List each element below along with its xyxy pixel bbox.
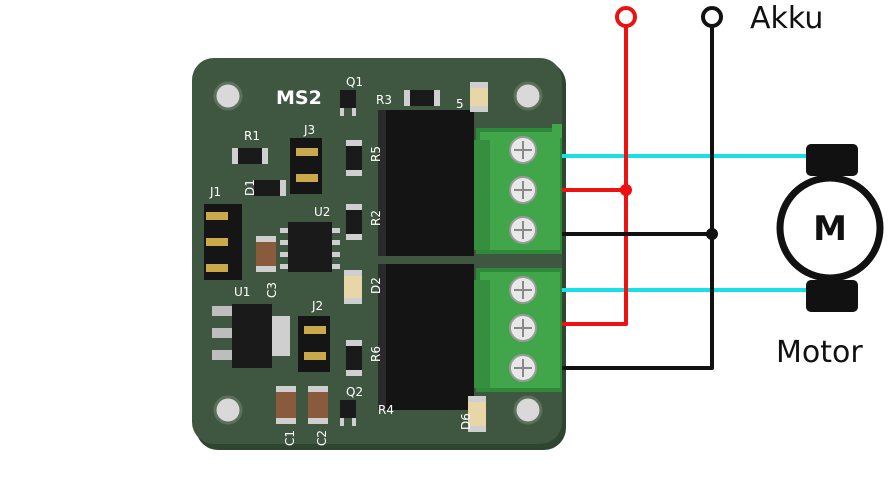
label-r6: R6 [369,346,383,362]
negative-wire [562,26,714,370]
motor-symbol: M [813,209,847,249]
label-r4: R4 [378,403,394,417]
board-title: MS2 [276,87,322,109]
terminal-screws [509,136,537,382]
motor-icon [776,144,884,312]
label-r2: R2 [369,210,383,226]
label-c3: C3 [265,282,279,298]
screw-icon [509,136,537,164]
screw-icon [509,354,537,382]
label-d6: D6 [459,413,473,430]
screw-icon [509,314,537,342]
positive-terminal-icon [615,6,637,28]
header-j1 [204,204,242,280]
relay-bottom [378,264,474,410]
screw-icon [509,176,537,204]
motor-wires [562,154,806,292]
label-d1: D1 [243,179,257,196]
screw-icon [509,276,537,304]
positive-wire [562,26,628,326]
label-j3: J3 [303,123,315,137]
negative-junction [706,228,718,240]
mounting-hole-br [513,395,543,425]
mounting-hole-tr [513,81,543,111]
label-u2: U2 [314,205,330,219]
header-j3 [290,138,322,194]
label-d5: 5 [456,97,464,111]
label-r1: R1 [244,129,260,143]
label-q2: Q2 [346,385,363,399]
label-u1: U1 [234,285,250,299]
relay-top [378,110,474,256]
positive-junction [620,184,632,196]
label-j1: J1 [209,185,221,199]
label-r5: R5 [369,146,383,162]
negative-terminal-icon [701,6,723,28]
smd-components [212,82,488,432]
label-q1: Q1 [346,75,363,89]
label-r3: R3 [376,93,392,107]
motor-label: Motor [776,335,863,370]
screw-icon [509,216,537,244]
label-j2: J2 [311,299,323,313]
battery-label: Akku [750,1,823,36]
silkscreen-labels: Q1 R3 5 R1 J3 J1 D1 U2 R5 R2 D2 R6 U1 C3… [209,75,473,446]
mounting-hole-bl [213,395,243,425]
label-c2: C2 [315,430,329,446]
label-c1: C1 [283,430,297,446]
mounting-hole-tl [213,81,243,111]
header-j2 [298,316,330,372]
label-d2: D2 [369,277,383,294]
